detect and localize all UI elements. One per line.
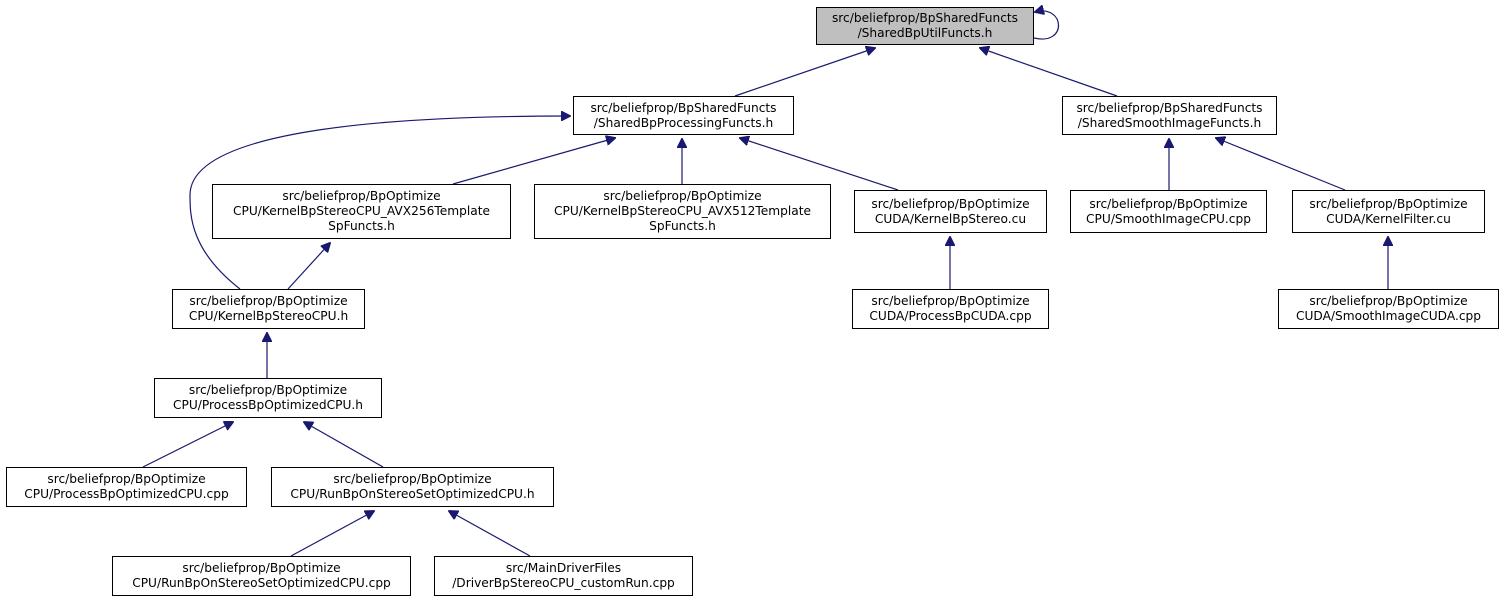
node-label-line: CUDA/KernelFilter.cu bbox=[1326, 211, 1451, 226]
node-label-line: /SharedSmoothImageFuncts.h bbox=[1077, 115, 1262, 130]
node-label-line: src/beliefprop/BpOptimize bbox=[871, 196, 1030, 211]
edge-kernel-bp-stereo-cpu-h-to-shared-bp-processing bbox=[189, 116, 570, 290]
node-label-line: SpFuncts.h bbox=[649, 219, 716, 233]
node-label-line: src/beliefprop/BpOptimize bbox=[182, 561, 341, 575]
node-label-line: CPU/KernelBpStereoCPU.h bbox=[188, 309, 349, 323]
node-label-line: CPU/KernelBpStereoCPU_AVX512Template bbox=[554, 204, 811, 218]
node-label-line: src/beliefprop/BpOptimize bbox=[47, 472, 206, 486]
edge-process-bp-optimized-cpu-cpp-to-process-bp-optimized-cpu-h bbox=[142, 422, 233, 468]
node-label-line: /SharedBpUtilFuncts.h bbox=[857, 26, 993, 40]
node-label-line: src/beliefprop/BpOptimize bbox=[1309, 294, 1468, 308]
node-shared-smooth-image-functs[interactable]: src/beliefprop/BpSharedFuncts/SharedSmoo… bbox=[1062, 96, 1277, 135]
edge-kernel-avx256-to-shared-bp-processing bbox=[452, 138, 615, 185]
node-label-line: src/MainDriverFiles bbox=[505, 561, 622, 575]
node-label-line: CPU/KernelBpStereoCPU_AVX256Template bbox=[233, 204, 490, 218]
node-label-line: CPU/ProcessBpOptimizedCPU.cpp bbox=[24, 487, 229, 501]
node-label-line: src/beliefprop/BpOptimize bbox=[871, 294, 1030, 308]
edge-kernel-bp-stereo-cpu-h-to-kernel-avx256 bbox=[287, 243, 330, 290]
node-label-line: /SharedBpProcessingFuncts.h bbox=[593, 115, 774, 130]
edges bbox=[142, 11, 1388, 557]
edge-driver-custom-run-to-run-bp-on-stereo-set-h bbox=[449, 511, 531, 557]
edge-shared-bp-processing-to-shared-bp-util bbox=[734, 48, 875, 97]
edge-shared-smooth-image-to-shared-bp-util bbox=[980, 48, 1118, 97]
node-label-line: src/beliefprop/BpOptimize bbox=[282, 189, 441, 203]
node-shared-bp-processing-functs[interactable]: src/beliefprop/BpSharedFuncts/SharedBpPr… bbox=[573, 96, 794, 135]
node-label-line: SpFuncts.h bbox=[328, 219, 395, 233]
node-label-line: src/beliefprop/BpOptimize bbox=[188, 383, 348, 397]
node-label-line: CPU/RunBpOnStereoSetOptimizedCPU.h bbox=[290, 487, 535, 501]
node-label-line: CPU/SmoothImageCPU.cpp bbox=[1086, 211, 1251, 226]
node-label-line: CUDA/SmoothImageCUDA.cpp bbox=[1295, 309, 1481, 323]
node-label-line: src/beliefprop/BpOptimize bbox=[1089, 196, 1248, 211]
node-label-line: src/beliefprop/BpSharedFuncts bbox=[1076, 100, 1263, 115]
node-label-line: src/beliefprop/BpOptimize bbox=[603, 189, 762, 203]
edge-kernel-filter-cu-to-shared-smooth-image bbox=[1216, 138, 1346, 191]
edge-kernel-bp-stereo-cu-to-shared-bp-processing bbox=[740, 138, 899, 191]
node-label-line: CPU/ProcessBpOptimizedCPU.h bbox=[173, 398, 363, 412]
node-label-line: src/beliefprop/BpOptimize bbox=[333, 472, 492, 486]
edge-shared-bp-util-self bbox=[1034, 11, 1059, 40]
node-label-line: src/beliefprop/BpOptimize bbox=[189, 294, 348, 308]
node-driver-bp-stereo-cpu-custom-run-cpp[interactable]: src/MainDriverFiles/DriverBpStereoCPU_cu… bbox=[434, 556, 693, 596]
node-label-line: /DriverBpStereoCPU_customRun.cpp bbox=[452, 576, 675, 590]
node-label-line: src/beliefprop/BpOptimize bbox=[1309, 196, 1468, 211]
edge-run-bp-on-stereo-set-h-to-process-bp-optimized-cpu-h bbox=[304, 422, 384, 468]
node-label-line: CPU/RunBpOnStereoSetOptimizedCPU.cpp bbox=[132, 576, 391, 590]
node-label-line: CUDA/ProcessBpCUDA.cpp bbox=[869, 309, 1032, 323]
node-label-line: CUDA/KernelBpStereo.cu bbox=[874, 211, 1027, 226]
node-label-line: src/beliefprop/BpSharedFuncts bbox=[831, 11, 1019, 25]
edge-run-bp-on-stereo-set-cpp-to-run-bp-on-stereo-set-h bbox=[290, 511, 374, 557]
node-shared-bp-util-functs: src/beliefprop/BpSharedFuncts/SharedBpUt… bbox=[816, 7, 1034, 45]
node-label-line: src/beliefprop/BpSharedFuncts bbox=[590, 100, 777, 115]
